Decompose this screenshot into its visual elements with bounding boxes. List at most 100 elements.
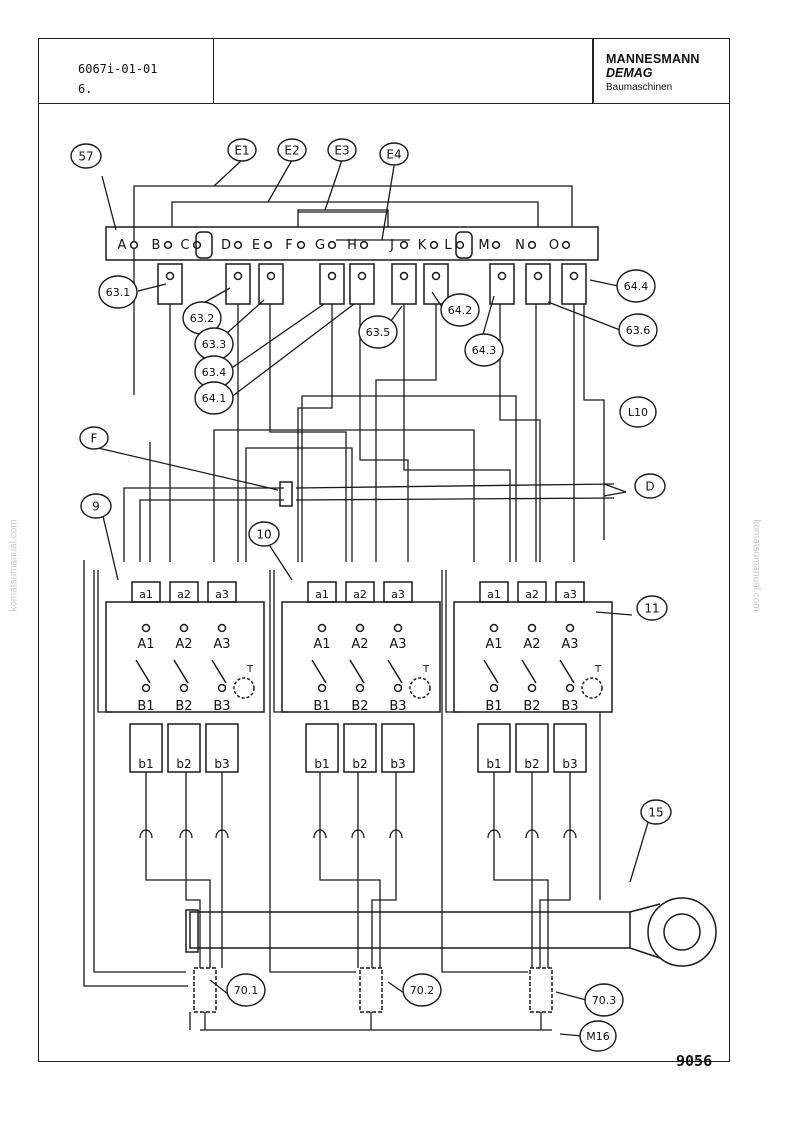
brand-subname: DEMAG <box>606 66 653 80</box>
leader-64-3 <box>481 295 495 339</box>
callout-9: 9 <box>92 499 100 513</box>
callout-10-bubble <box>248 521 280 547</box>
valve-block-10 <box>281 601 441 713</box>
manifold-port-d: D <box>221 238 231 253</box>
label-A3-9: A3 <box>213 637 230 652</box>
manifold-port-g: G <box>315 238 325 253</box>
callout-63-1-bubble <box>98 275 138 309</box>
manifold-port-e: E <box>252 238 260 253</box>
actuator-11 <box>553 723 587 773</box>
leader-15 <box>629 815 651 883</box>
callout-e1-bubble <box>227 138 257 162</box>
port-b-10 <box>317 683 327 693</box>
port-a3-9: a3 <box>215 588 229 601</box>
port-a2-9: a2 <box>177 588 191 601</box>
callout-l10: L10 <box>628 406 648 419</box>
leader-70-2 <box>387 981 405 994</box>
manifold-port-k: K <box>418 238 427 253</box>
manifold-port-g-hole <box>327 240 337 250</box>
callout-63-6: 63.6 <box>626 324 651 337</box>
switch-63-5 <box>391 263 417 305</box>
leader-10 <box>265 539 293 581</box>
tank-port-11 <box>581 677 603 699</box>
leader-64-1 <box>229 303 355 399</box>
leader-e3 <box>324 159 343 211</box>
actuator-9 <box>205 723 239 773</box>
switch-63-2 <box>225 263 251 305</box>
port-b-11 <box>527 683 537 693</box>
callout-m16: M16 <box>586 1030 610 1043</box>
manifold-port-m: M <box>478 238 489 253</box>
switch-63-1-port <box>165 271 175 281</box>
brand-name: MANNESMANN <box>606 52 700 66</box>
line-e2 <box>171 201 539 227</box>
control-manifold <box>105 226 599 261</box>
label-B2-11: B2 <box>523 699 540 714</box>
switch-63-3 <box>258 263 284 305</box>
manifold-port-a-hole <box>129 240 139 250</box>
leader-57 <box>101 175 117 231</box>
label-A2-10: A2 <box>351 637 368 652</box>
block-return-11 <box>445 570 460 713</box>
callout-e3-bubble <box>327 138 357 162</box>
pilot-line-d <box>295 497 615 501</box>
valve-block-9 <box>105 601 265 713</box>
tank-port-9 <box>233 677 255 699</box>
return-line <box>269 570 356 973</box>
port-a1-10: a1 <box>315 588 329 601</box>
callout-9-bubble <box>80 493 112 519</box>
callout-64-1-bubble <box>194 381 234 415</box>
port-a-10 <box>393 623 403 633</box>
port-a3-10: a3 <box>391 588 405 601</box>
callout-70-2: 70.2 <box>410 984 435 997</box>
manifold-port-f: F <box>285 238 292 253</box>
control-line <box>297 304 333 562</box>
manifold-port-h-hole <box>359 240 369 250</box>
spool-9 <box>211 659 227 684</box>
callout-e2: E2 <box>284 143 299 157</box>
manifold-port-l: L <box>444 238 452 253</box>
label-B3-11: B3 <box>561 699 578 714</box>
switch-63-5-port <box>399 271 409 281</box>
hose <box>145 830 211 968</box>
label-B1-9: B1 <box>137 699 154 714</box>
brand-division: Baumaschinen <box>606 82 673 93</box>
label-b3-10: b3 <box>390 757 405 771</box>
leader-e4 <box>381 165 395 241</box>
plugged-port <box>455 231 473 259</box>
callout-e4: E4 <box>386 147 401 161</box>
switch-64-4 <box>561 263 587 305</box>
pilot-cap-11 <box>479 581 509 603</box>
title-block-right <box>592 38 730 104</box>
actuator-10 <box>305 723 339 773</box>
callout-f-bubble <box>79 426 109 450</box>
hose <box>319 830 381 968</box>
callout-63-3: 63.3 <box>202 338 227 351</box>
sheet-number: 6. <box>78 82 93 96</box>
callout-64-4: 64.4 <box>624 280 649 293</box>
pilot-cap-9 <box>207 581 237 603</box>
leader-d <box>603 483 627 493</box>
control-line <box>245 447 353 562</box>
callout-15: 15 <box>648 805 663 819</box>
tank-port-10 <box>409 677 431 699</box>
spool-11 <box>521 659 537 684</box>
port-a-9 <box>217 623 227 633</box>
hose <box>185 830 201 968</box>
label-b1-10: b1 <box>314 757 329 771</box>
pilot-cap-10 <box>345 581 375 603</box>
pilot-cap-9 <box>131 581 161 603</box>
label-A1-10: A1 <box>313 637 330 652</box>
cylinder-eye <box>647 897 717 967</box>
control-line <box>269 304 347 562</box>
actuator-11 <box>515 723 549 773</box>
return-line <box>93 570 186 973</box>
control-line <box>301 395 517 562</box>
callout-57: 57 <box>78 149 93 163</box>
block-return-10 <box>273 570 288 713</box>
callout-70-1-bubble <box>226 973 266 1007</box>
label-B1-10: B1 <box>313 699 330 714</box>
label-A1-11: A1 <box>485 637 502 652</box>
